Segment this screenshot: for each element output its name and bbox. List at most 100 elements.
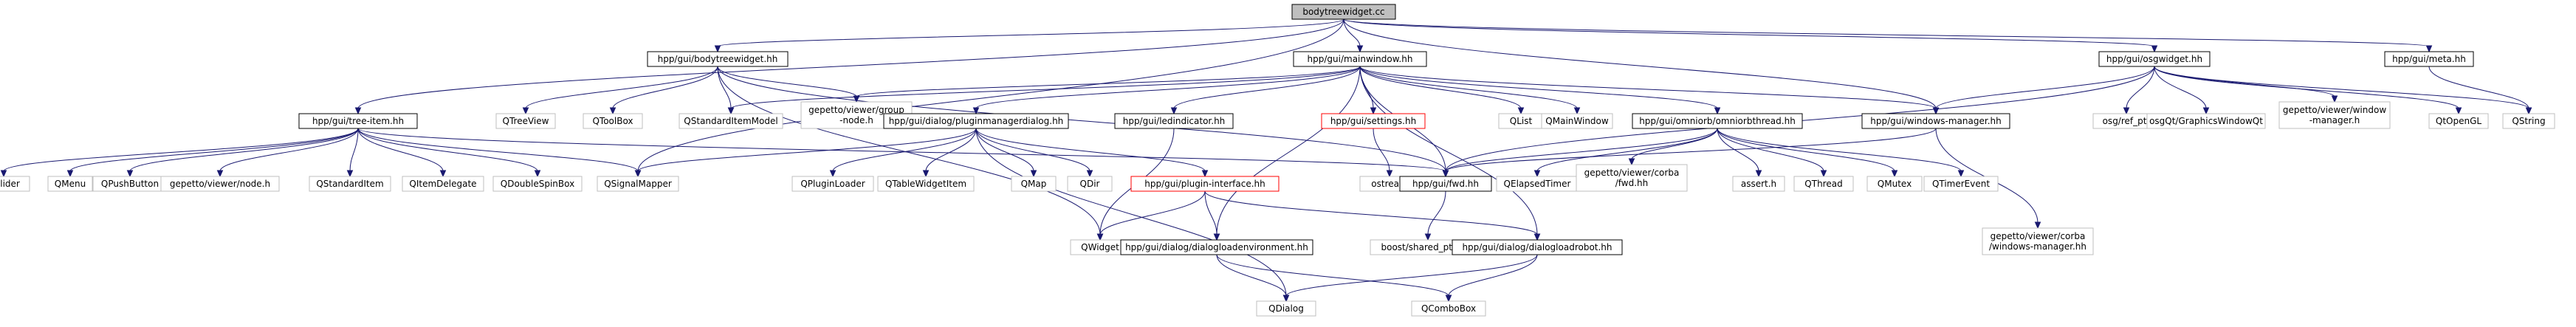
edge-hmw-to-hpmd xyxy=(972,66,1361,115)
node-label: bodytreewidget.cc xyxy=(1302,7,1384,17)
node-box xyxy=(1923,176,1999,192)
node-qmenu: QMenu xyxy=(47,176,93,192)
node-box xyxy=(1130,176,1280,192)
node-box xyxy=(495,113,556,129)
node-hmw[interactable]: hpp/gui/mainwindow.hh xyxy=(1293,51,1427,67)
node-box xyxy=(0,176,30,192)
node-root[interactable]: bodytreewidget.cc xyxy=(1291,4,1396,20)
node-qtoolbox: QToolBox xyxy=(583,113,643,129)
node-gvcorbafwd: gepetto/viewer/corba/fwd.hh xyxy=(1576,164,1688,192)
node-hled[interactable]: hpp/gui/ledindicator.hh xyxy=(1114,113,1234,129)
node-box xyxy=(1732,176,1785,192)
node-box xyxy=(1866,176,1923,192)
edge-hosg-to-qtopengl xyxy=(2154,66,2462,115)
edge-hdlr-to-qdialog xyxy=(1282,254,1538,303)
edge-htree-to-qslider xyxy=(0,128,359,178)
node-label: QComboBox xyxy=(1421,303,1476,314)
node-box xyxy=(1011,176,1057,192)
node-label: osgQt/GraphicsWindowQt xyxy=(2149,116,2263,126)
node-label: hpp/gui/settings.hh xyxy=(1330,116,1416,126)
node-label: hpp/gui/osgwidget.hh xyxy=(2106,54,2202,64)
node-box xyxy=(2146,113,2266,129)
node-qdialog: QDialog xyxy=(1256,300,1316,317)
node-label: QMenu xyxy=(55,179,86,189)
node-box xyxy=(309,176,391,192)
node-label: QThread xyxy=(1804,179,1842,189)
node-qmainwindow: QMainWindow xyxy=(1541,113,1613,129)
node-hosg[interactable]: hpp/gui/osgwidget.hh xyxy=(2098,51,2211,67)
node-hwm[interactable]: hpp/gui/windows-manager.hh xyxy=(1861,113,2010,129)
node-qtimerevent: QTimerEvent xyxy=(1923,176,1999,192)
node-label: QWidget xyxy=(1081,242,1119,252)
node-hdle[interactable]: hpp/gui/dialog/dialogloadenvironment.hh xyxy=(1120,239,1313,255)
node-box xyxy=(1541,113,1613,129)
node-qcombobox: QComboBox xyxy=(1411,300,1486,317)
node-label: QMap xyxy=(1021,179,1047,189)
node-box xyxy=(1256,300,1316,317)
node-hpmd[interactable]: hpp/gui/dialog/pluginmanagerdialog.hh xyxy=(883,113,1069,129)
node-box xyxy=(2384,51,2474,67)
node-box xyxy=(1793,176,1854,192)
node-osggwqt: osgQt/GraphicsWindowQt xyxy=(2146,113,2266,129)
node-homni[interactable]: hpp/gui/omniorb/omniorbthread.hh xyxy=(1632,113,1803,129)
node-label: gepetto/viewer/group xyxy=(808,105,904,115)
node-label: QSlider xyxy=(0,179,20,189)
node-label: -node.h xyxy=(839,115,873,125)
node-label: QItemDelegate xyxy=(409,179,476,189)
node-box xyxy=(583,113,643,129)
edge-homni-to-qelapsed xyxy=(1533,128,1718,178)
edge-hfwd-to-boostsp xyxy=(1424,190,1446,241)
edge-hdlr-to-qcombobox xyxy=(1445,254,1538,303)
edge-hpmd-to-qsigmap xyxy=(634,128,977,178)
node-label: -manager.h xyxy=(2309,115,2360,125)
edge-hsettings-to-ostream xyxy=(1373,128,1393,178)
edge-root-to-htree xyxy=(354,18,1344,115)
node-box xyxy=(1399,176,1492,192)
node-hplugin[interactable]: hpp/gui/plugin-interface.hh xyxy=(1130,176,1280,192)
node-label: ostream xyxy=(1371,179,1407,189)
edge-hbtw-to-qtreeview xyxy=(522,66,718,115)
edge-homni-to-asserth xyxy=(1717,128,1762,178)
edge-root-to-hosg xyxy=(1343,18,2158,53)
node-box xyxy=(647,51,789,67)
node-htree[interactable]: hpp/gui/tree-item.hh xyxy=(298,113,418,129)
node-label: QStandardItem xyxy=(316,179,383,189)
node-label: hpp/gui/omniorb/omniorbthread.hh xyxy=(1639,116,1796,126)
node-box xyxy=(1321,113,1426,129)
node-label: gepetto/viewer/corba xyxy=(1584,168,1680,178)
node-label: hpp/gui/bodytreewidget.hh xyxy=(658,54,778,64)
node-qlist: QList xyxy=(1498,113,1544,129)
edge-htree-to-qpushbutton xyxy=(126,128,359,178)
node-qtopengl: QtOpenGL xyxy=(2428,113,2489,129)
node-label: boost/shared_ptr.hpp xyxy=(1381,242,1475,252)
node-label: hpp/gui/dialog/dialogloadenvironment.hh xyxy=(1125,242,1308,252)
edge-hmeta-to-qstring xyxy=(2428,66,2532,115)
node-osgref: osg/ref_ptr xyxy=(2092,113,2160,129)
node-box xyxy=(1576,164,1688,192)
node-label: QTimerEvent xyxy=(1932,179,1990,189)
edge-hosg-to-osgref xyxy=(2123,66,2155,115)
node-hfwd[interactable]: hpp/gui/fwd.hh xyxy=(1399,176,1492,192)
node-label: QMainWindow xyxy=(1545,116,1609,126)
edge-homni-to-gvcorbafwd xyxy=(1628,128,1718,166)
node-hdlr[interactable]: hpp/gui/dialog/dialogloadrobot.hh xyxy=(1452,239,1623,255)
edge-htree-to-hfwd xyxy=(357,128,1449,178)
node-label: QPluginLoader xyxy=(800,179,865,189)
node-box xyxy=(47,176,93,192)
node-qslider: QSlider xyxy=(0,176,30,192)
node-label: QDir xyxy=(1080,179,1100,189)
node-hmeta[interactable]: hpp/gui/meta.hh xyxy=(2384,51,2474,67)
node-box xyxy=(679,113,783,129)
edge-hmw-to-hdle xyxy=(1213,66,1361,241)
node-hsettings[interactable]: hpp/gui/settings.hh xyxy=(1321,113,1426,129)
node-gvwm: gepetto/viewer/window-manager.h xyxy=(2278,101,2391,129)
edge-hbtw-to-qwidget xyxy=(717,66,1104,241)
edge-homni-to-qmutex xyxy=(1717,128,1898,178)
edge-htree-to-gvnode xyxy=(216,128,359,178)
node-gvcorbawm: gepetto/viewer/corba/windows-manager.hh xyxy=(1982,227,2094,255)
node-box xyxy=(1982,227,2094,255)
node-qstditem: QStandardItem xyxy=(309,176,391,192)
node-label: gepetto/viewer/node.h xyxy=(170,179,270,189)
node-box xyxy=(298,113,418,129)
node-hbtw[interactable]: hpp/gui/bodytreewidget.hh xyxy=(647,51,789,67)
